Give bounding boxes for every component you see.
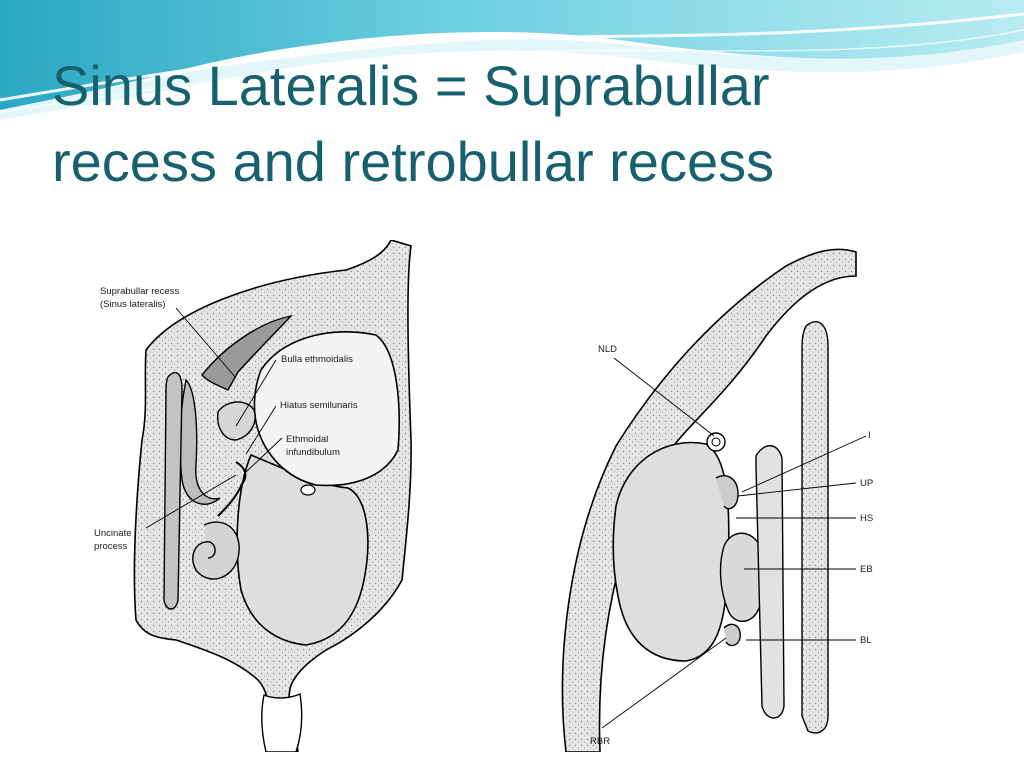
orbit	[253, 331, 400, 487]
nasolacrimal-duct	[706, 432, 726, 452]
label-uncinate-process: Uncinate process	[94, 528, 134, 552]
label-eb: EB	[860, 564, 873, 575]
nasolacrimal-duct-lumen	[711, 437, 721, 447]
coronal-section-figure: Suprabullar recess (Sinus lateralis) Bul…	[86, 240, 426, 752]
coronal-section-drawing: Suprabullar recess (Sinus lateralis) Bul…	[94, 240, 412, 752]
middle-turbinate-axial	[755, 445, 785, 719]
label-rbr: RBR	[590, 736, 610, 747]
label-hiatus-semilunaris: Hiatus semilunaris	[280, 400, 358, 411]
axial-section-figure: NLD I UP HS EB BL RBR	[556, 246, 900, 752]
slide-title: Sinus Lateralis = Suprabullar recess and…	[52, 48, 992, 200]
ethmoid-bulla-axial	[719, 532, 766, 622]
slide-title-line-1: Sinus Lateralis = Suprabullar	[52, 54, 770, 117]
label-bl: BL	[860, 635, 872, 646]
label-suprabullar-recess: Suprabullar recess (Sinus lateralis)	[100, 286, 182, 310]
maxillary-sinus	[236, 453, 369, 646]
infraorbital-canal	[300, 484, 316, 496]
header-wave-decoration	[0, 0, 1024, 120]
basal-lamella	[723, 623, 741, 647]
label-bulla-ethmoidalis: Bulla ethmoidalis	[281, 354, 353, 365]
label-nld: NLD	[598, 344, 617, 355]
suprabullar-recess-shape	[201, 314, 294, 391]
label-ethmoidal-infundibulum: Ethmoidal infundibulum	[286, 434, 340, 458]
label-hs: HS	[860, 513, 873, 524]
medial-column	[801, 321, 829, 734]
maxillary-sinus-axial	[612, 441, 730, 662]
uncinate-process-axial	[715, 475, 739, 510]
label-up: UP	[860, 478, 873, 489]
axial-section-drawing: NLD I UP HS EB BL RBR	[561, 248, 873, 752]
bulla-ethmoidalis-shape	[217, 401, 256, 441]
uncinate-process-shape	[217, 461, 247, 517]
leader-lines-axial	[601, 357, 867, 729]
inferior-turbinate	[192, 521, 240, 580]
leader-lines	[145, 307, 283, 529]
nasal-septum	[163, 372, 183, 610]
tooth	[261, 692, 303, 752]
slide-title-line-2: recess and retrobullar recess	[52, 130, 775, 193]
label-i: I	[868, 430, 871, 441]
